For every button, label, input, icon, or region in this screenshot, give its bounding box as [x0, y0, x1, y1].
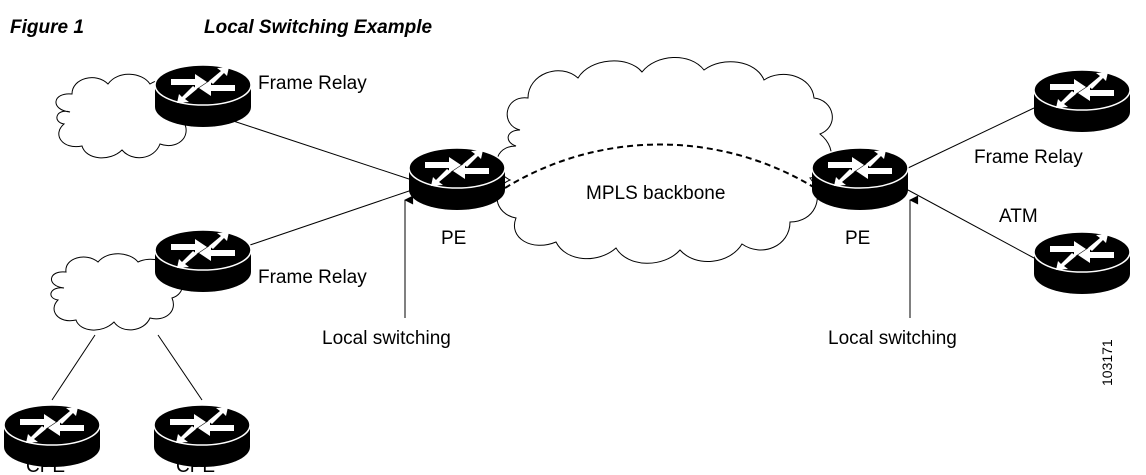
label-local-switching-right: Local switching	[828, 328, 957, 349]
label-cpe-right: CPE	[176, 456, 215, 475]
router-icon-right-atm	[1033, 231, 1131, 295]
label-local-switching-left: Local switching	[322, 328, 451, 349]
cloud-icon-left-bottom	[50, 253, 183, 331]
label-atm-right: ATM	[999, 206, 1038, 227]
label-cpe-left: CPE	[26, 456, 65, 475]
link-cpe-left	[51, 334, 96, 401]
label-pe-right: PE	[845, 228, 870, 249]
link-atm-right	[907, 189, 1035, 259]
router-icon-right-top	[1033, 69, 1131, 133]
label-frame-relay-top-left: Frame Relay	[258, 73, 367, 94]
link-cpe-right	[157, 334, 203, 401]
router-icon-fr-bottom-left	[154, 229, 252, 293]
link-fr-right	[907, 107, 1035, 169]
router-icon-pe-left	[408, 147, 506, 211]
mpls-tunnel	[504, 143, 816, 189]
router-icon-fr-top-left	[154, 64, 252, 128]
label-frame-relay-bottom-left: Frame Relay	[258, 267, 367, 288]
figure-title: Local Switching Example	[204, 17, 433, 38]
label-frame-relay-right: Frame Relay	[974, 147, 1083, 168]
label-figure-id: 103171	[1099, 339, 1115, 386]
label-mpls-backbone: MPLS backbone	[586, 183, 725, 204]
figure-number: Figure 1	[10, 17, 84, 38]
cloud-icon-mpls	[496, 57, 833, 264]
router-icon-pe-right	[811, 147, 909, 211]
label-pe-left: PE	[441, 228, 466, 249]
